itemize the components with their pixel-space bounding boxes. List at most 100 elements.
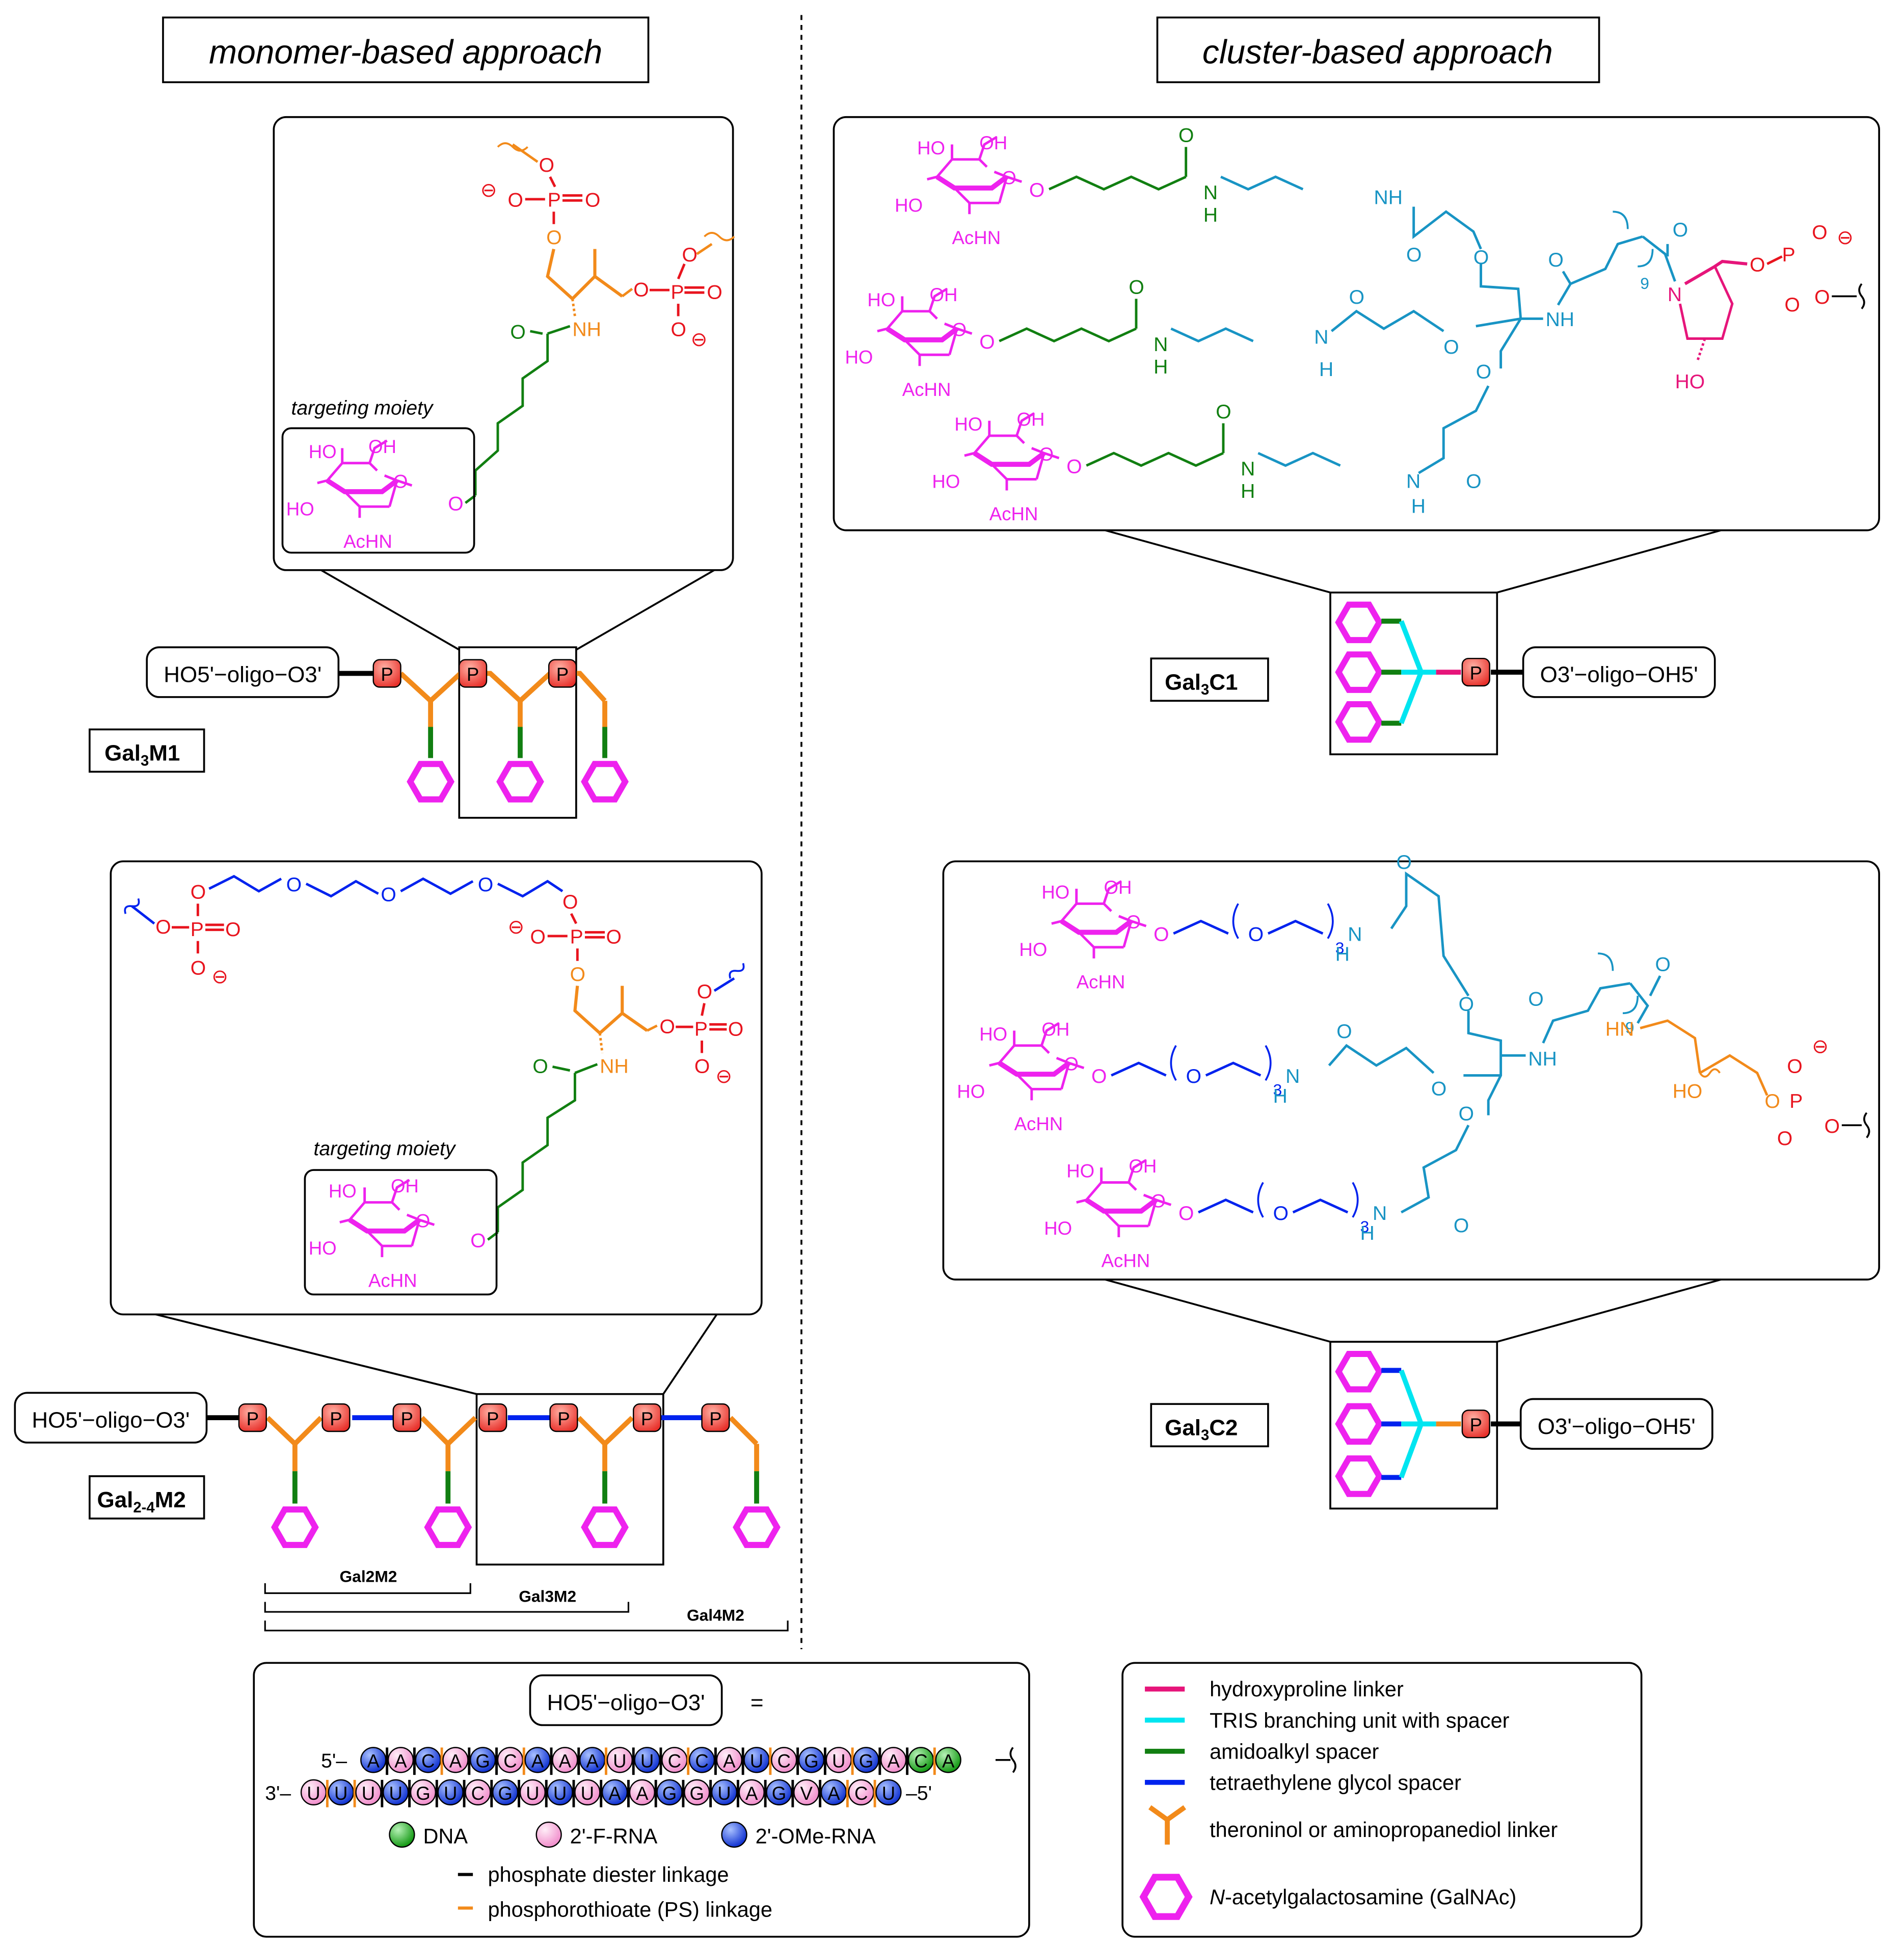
o-label: O: [682, 244, 697, 266]
o-label: O: [286, 874, 302, 896]
gal4m2-label: Gal4M2: [687, 1606, 744, 1624]
n-label: N: [1373, 1203, 1387, 1225]
o-label: O: [1476, 361, 1491, 383]
hexagon-icon: [1338, 1458, 1379, 1494]
o-label: O: [1216, 401, 1231, 423]
hexagon-icon: [1338, 605, 1379, 641]
charge-label: ⊖: [1837, 227, 1854, 249]
o-label: O: [546, 227, 561, 249]
phosphate-label: P: [330, 1408, 342, 1429]
o-label: O: [508, 190, 523, 211]
nucleotide-letter: U: [832, 1750, 845, 1771]
p-label: P: [191, 919, 204, 941]
gal3c2-label: Gal3C2: [1165, 1415, 1238, 1444]
hexagon-icon: [1338, 1406, 1379, 1442]
oh-label: OH: [391, 1176, 419, 1196]
n-label: N: [1285, 1066, 1300, 1087]
nucleotide-letter: A: [608, 1783, 621, 1804]
nucleotide-letter: C: [914, 1750, 927, 1771]
o-label: O: [539, 154, 554, 176]
oh-label: OH: [1041, 1019, 1069, 1040]
omerna-legend-icon: [721, 1821, 747, 1848]
omerna-legend-label: 2'-OMe-RNA: [756, 1824, 876, 1848]
ho-label: HO: [845, 347, 873, 367]
o-label: O: [1178, 1203, 1194, 1225]
oh-label: OH: [368, 436, 396, 457]
ps-legend-label: phosphorothioate (PS) linkage: [488, 1898, 772, 1922]
o-label: O: [660, 1016, 675, 1037]
ho-label: HO: [1066, 1161, 1094, 1182]
o-label: O: [530, 926, 545, 948]
ho-label: HO: [979, 1024, 1007, 1045]
n-label: N: [1668, 284, 1682, 306]
achn-label: AcHN: [343, 531, 392, 552]
hexagon-icon: [500, 764, 541, 800]
o-label: O: [191, 957, 206, 979]
h-label: H: [1154, 356, 1168, 378]
h-label: H: [1241, 481, 1255, 502]
phosphate-node: [549, 1403, 578, 1432]
achn-label: AcHN: [1014, 1113, 1063, 1134]
nucleotide-bead: [552, 1747, 578, 1773]
o-label: O: [952, 320, 967, 340]
gal3c1-label: Gal3C1: [1165, 670, 1238, 698]
o-label: O: [1349, 286, 1364, 308]
subscript-label: 3: [1273, 1081, 1282, 1099]
nucleotide-letter: U: [444, 1783, 457, 1804]
charge-label: ⊖: [1812, 1035, 1829, 1057]
o-label: O: [1154, 924, 1169, 946]
legend-label: TRIS branching unit with spacer: [1210, 1708, 1510, 1732]
oligo-label-gal24m2: HO5'−oligo−O3': [32, 1408, 190, 1433]
o-label: O: [1066, 456, 1082, 477]
nucleotide-letter: G: [859, 1750, 874, 1771]
hexagon-icon: [584, 1509, 625, 1545]
n-label: N: [1241, 458, 1255, 480]
o-label: O: [532, 1056, 548, 1078]
oh-label: OH: [1104, 877, 1132, 898]
o-label: O: [1812, 222, 1827, 244]
ho-label: HO: [957, 1081, 985, 1102]
ho-label: HO: [309, 1238, 337, 1259]
gal3c2-schematic: P O3'−oligo−OH5' Gal3C2: [1150, 1341, 1713, 1510]
o-label: O: [1777, 1128, 1792, 1150]
phosphate-label: P: [247, 1408, 259, 1429]
o-label: O: [470, 1230, 486, 1252]
nucleotide-letter: A: [367, 1750, 380, 1771]
o-label: O: [570, 964, 585, 986]
o-label: O: [1750, 254, 1765, 276]
oh-label: OH: [1017, 409, 1045, 430]
phosphate-label: P: [709, 1408, 721, 1429]
nucleotide-letter: G: [475, 1750, 490, 1771]
dna-legend-icon: [389, 1821, 415, 1848]
o-label: O: [585, 190, 600, 211]
p-label: P: [570, 926, 583, 948]
nucleotide-letter: U: [717, 1783, 731, 1804]
hexagon-icon: [1338, 1354, 1379, 1390]
o-label: O: [225, 919, 240, 941]
phosphate-label: P: [1470, 663, 1482, 684]
o-label: O: [1273, 1203, 1289, 1225]
o-label: O: [1248, 924, 1264, 946]
n-label: N: [1406, 471, 1420, 493]
nucleotide-letter: U: [307, 1783, 320, 1804]
phosphate-node: [372, 659, 401, 688]
nucleotide-letter: U: [334, 1783, 347, 1804]
nucleotide-letter: U: [640, 1750, 654, 1771]
hexagon-icon: [275, 1509, 315, 1545]
n-label: N: [1203, 182, 1218, 204]
legend-label: amidoalkyl spacer: [1210, 1739, 1379, 1763]
nucleotide-letter: U: [581, 1783, 594, 1804]
nucleotide-letter: G: [416, 1783, 431, 1804]
seq-top-prefix: 5'–: [321, 1750, 347, 1772]
nucleotide-letter: A: [394, 1750, 407, 1771]
o-label: O: [1673, 219, 1688, 241]
seq-bottom-suffix: –5': [906, 1782, 932, 1804]
phosphate-node: [321, 1403, 351, 1432]
o-label: O: [697, 981, 712, 1003]
equals-label: =: [750, 1690, 764, 1715]
nh-label: NH: [1546, 309, 1574, 331]
n-label: N: [1348, 924, 1362, 946]
